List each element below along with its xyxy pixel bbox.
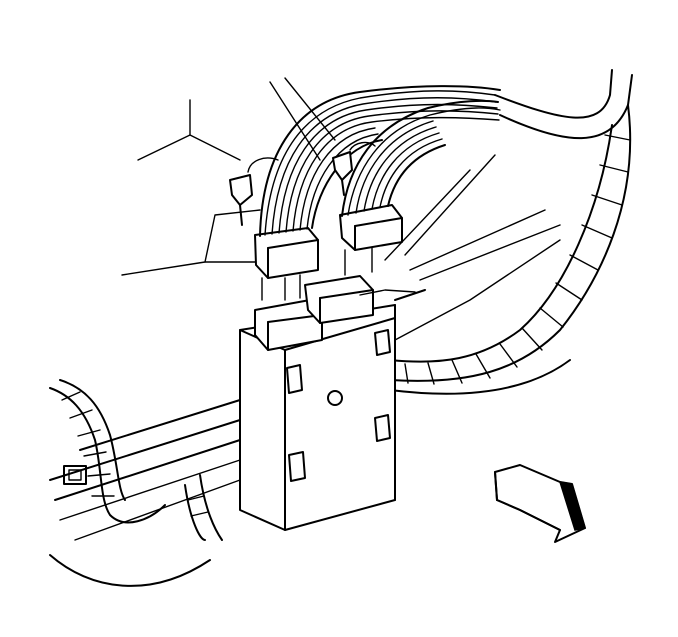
wire-bundle <box>259 85 501 237</box>
background-panels <box>121 77 561 341</box>
electronic-module <box>239 304 396 531</box>
connector-left <box>254 227 319 301</box>
connector-right <box>339 204 403 276</box>
retainer-clips <box>229 141 376 226</box>
mounting-stud-icon <box>327 390 343 406</box>
lower-harness <box>49 379 241 587</box>
module-connectors <box>254 275 426 351</box>
mounting-tab-icon <box>286 364 303 394</box>
direction-arrow-icon <box>494 464 586 543</box>
push-pin-clip-icon <box>229 174 253 206</box>
harness-trunk <box>389 69 633 395</box>
